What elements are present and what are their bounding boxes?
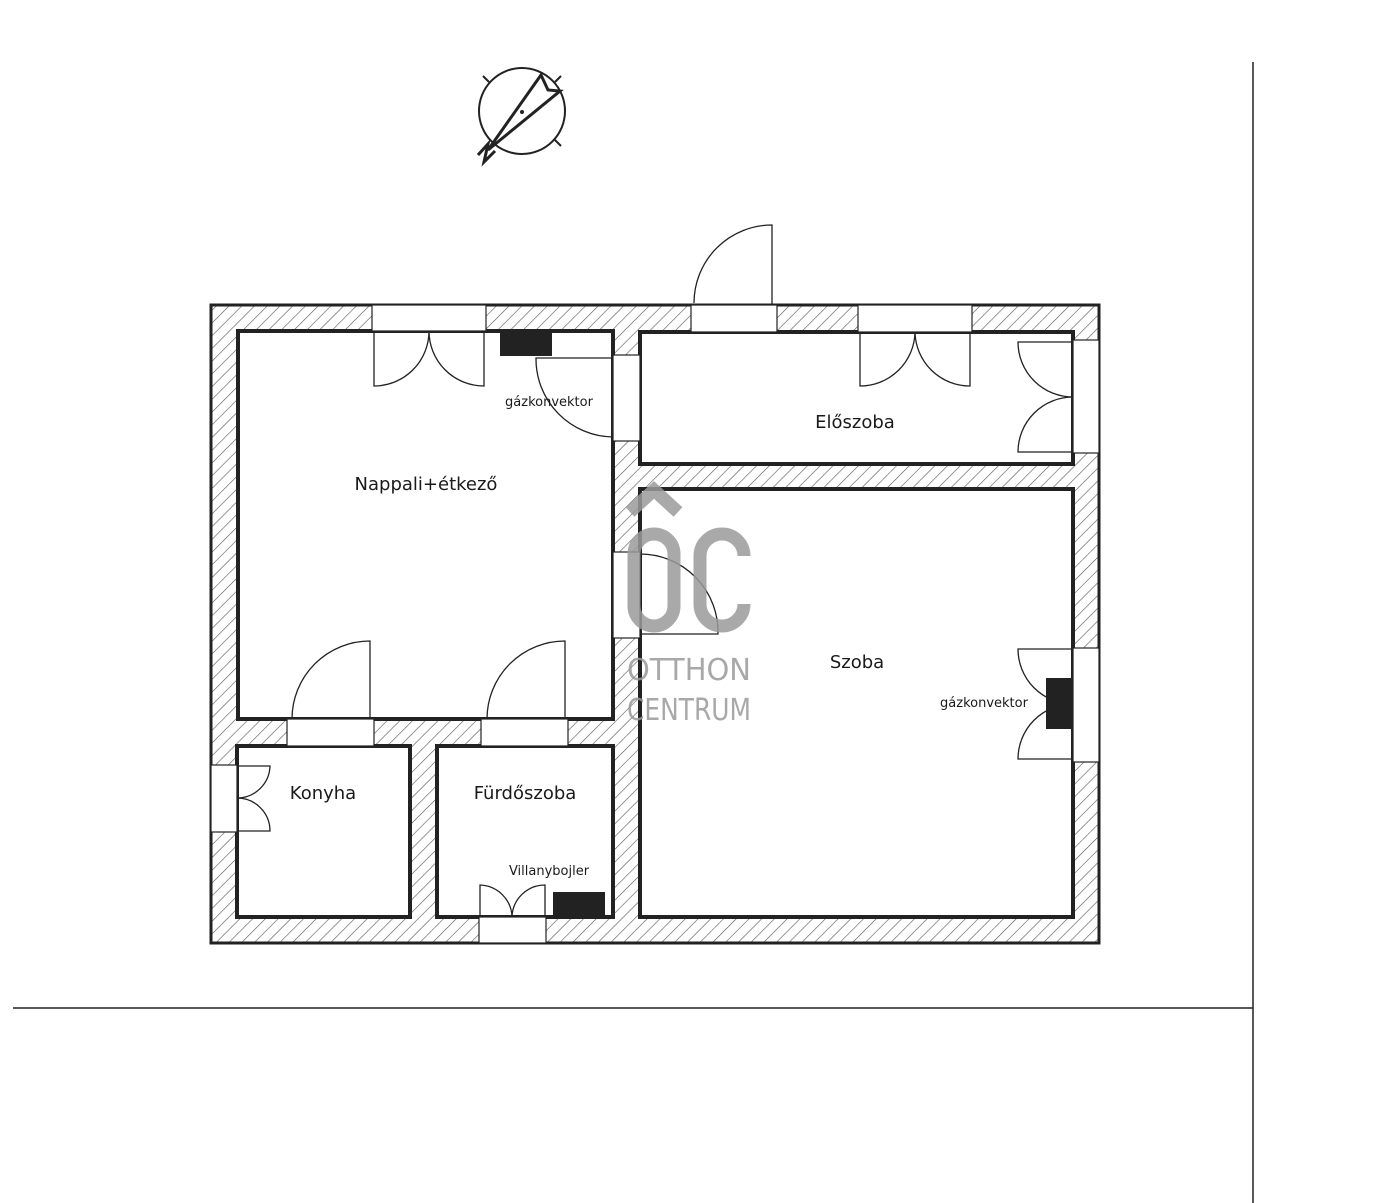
window-furdo-bottom <box>478 916 547 944</box>
label-eloszoba: Előszoba <box>815 412 895 433</box>
label-konyha: Konyha <box>290 783 356 804</box>
watermark-line1: OTTHON <box>627 653 751 688</box>
room-nappali <box>236 329 615 721</box>
label-nappali: Nappali+étkező <box>355 474 498 495</box>
window-nappali-top <box>371 304 487 332</box>
door-swing-nappali-eloszoba <box>535 357 614 438</box>
entrance-door-opening <box>690 304 778 333</box>
window-swing-nappali <box>373 330 485 387</box>
otthon-centrum-logo <box>625 481 751 633</box>
label-szoba: Szoba <box>830 652 884 673</box>
window-swing-furdo <box>479 884 546 918</box>
label-gazkonvektor-nappali: gázkonvektor <box>505 395 594 410</box>
otthon-centrum-watermark: OTTHON CENTRUM <box>625 481 751 728</box>
window-eloszoba-right <box>1072 339 1100 454</box>
door-swing-furdo <box>486 640 566 720</box>
label-furdoszoba: Fürdőszoba <box>474 783 577 804</box>
window-swing-konyha <box>236 765 271 832</box>
window-swing-eloszoba <box>859 331 971 387</box>
door-swing-konyha <box>291 640 371 720</box>
window-eloszoba-top <box>857 304 973 333</box>
room-eloszoba <box>638 330 1075 466</box>
watermark-line2: CENTRUM <box>627 693 751 728</box>
window-swing-eloszoba-right <box>1017 341 1074 453</box>
window-konyha-left <box>210 764 238 833</box>
label-gazkonvektor-szoba: gázkonvektor <box>940 696 1029 711</box>
entrance-door-swing <box>693 224 773 305</box>
north-arrow-icon <box>476 67 566 167</box>
door-opening-furdo <box>480 718 569 747</box>
label-villanybojler: Villanybojler <box>509 864 590 879</box>
electric-boiler <box>553 892 605 917</box>
window-szoba-right <box>1072 647 1100 763</box>
door-opening-nappali-eloszoba <box>612 354 641 442</box>
gas-convector-nappali <box>500 331 552 356</box>
door-opening-konyha <box>286 718 375 747</box>
gas-convector-szoba <box>1046 678 1072 729</box>
window-swing-szoba-right <box>1017 648 1074 760</box>
